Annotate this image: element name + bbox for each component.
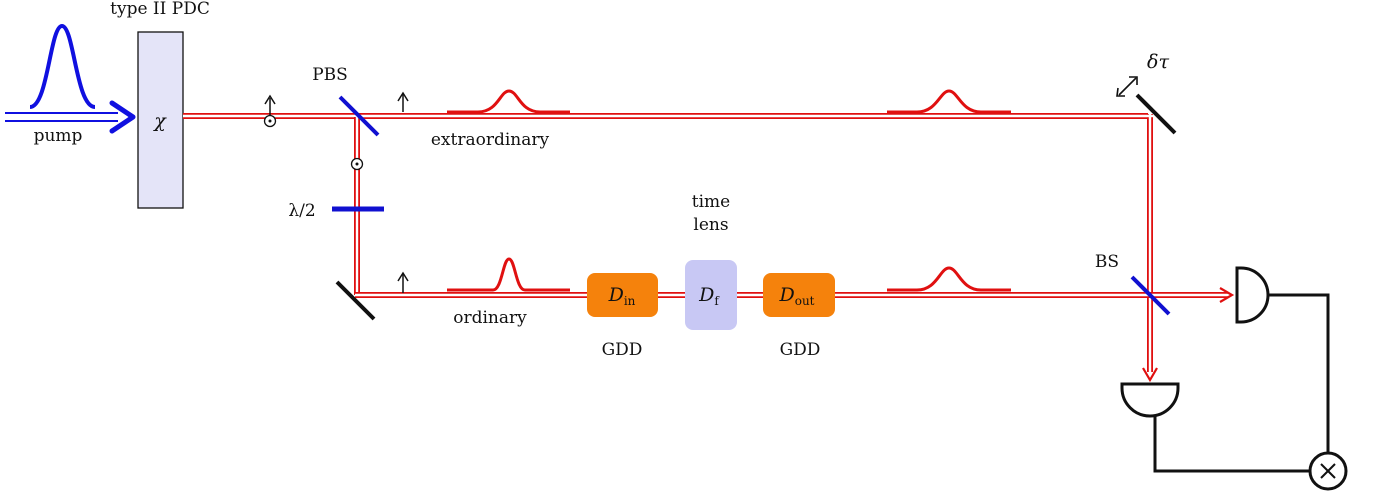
crystal-symbol: χ bbox=[152, 110, 167, 132]
delay-label: δτ bbox=[1147, 51, 1169, 73]
time-lens-label-line1: time bbox=[692, 192, 730, 212]
detector-right-icon bbox=[1235, 266, 1270, 324]
delay-mirror bbox=[1135, 93, 1177, 135]
pulse-shapes bbox=[447, 89, 1011, 292]
gdd-output-block bbox=[763, 273, 835, 317]
pbs-splitter bbox=[338, 95, 380, 137]
detector-wires bbox=[1153, 293, 1330, 473]
pbs-label: PBS bbox=[312, 65, 348, 85]
extraordinary-label: extraordinary bbox=[431, 130, 550, 150]
pump-label: pump bbox=[34, 126, 83, 146]
waveplate-label: λ/2 bbox=[288, 201, 315, 221]
polarization-markers bbox=[263, 91, 409, 293]
time-lens-symbol: Df bbox=[698, 284, 720, 308]
time-lens-block bbox=[685, 260, 737, 330]
gdd-output-symbol: Dout bbox=[778, 284, 814, 308]
pump-beam bbox=[5, 23, 136, 134]
extraordinary-pulse-1 bbox=[447, 89, 570, 114]
multiply-symbol-icon bbox=[1320, 463, 1336, 479]
beam-splitter bbox=[1130, 275, 1171, 316]
bs-label: BS bbox=[1095, 252, 1119, 272]
ordinary-label: ordinary bbox=[453, 308, 527, 328]
gdd-input-label: GDD bbox=[602, 340, 643, 360]
delay-arrow-icon bbox=[1116, 76, 1138, 97]
extraordinary-pulse-2 bbox=[887, 89, 1011, 114]
pdc-crystal bbox=[137, 31, 184, 209]
gdd-input-symbol: Din bbox=[608, 284, 636, 308]
lower-mirror bbox=[335, 280, 376, 321]
detector-bottom-icon bbox=[1120, 382, 1180, 418]
ordinary-pulse-output bbox=[887, 266, 1011, 292]
time-lens-label-line2: lens bbox=[693, 215, 728, 235]
ordinary-pulse-narrow bbox=[447, 257, 570, 292]
gdd-input-block bbox=[587, 273, 658, 317]
gdd-output-label: GDD bbox=[780, 340, 821, 360]
beam-paths bbox=[183, 113, 1235, 383]
crystal-title: type II PDC bbox=[110, 0, 210, 19]
